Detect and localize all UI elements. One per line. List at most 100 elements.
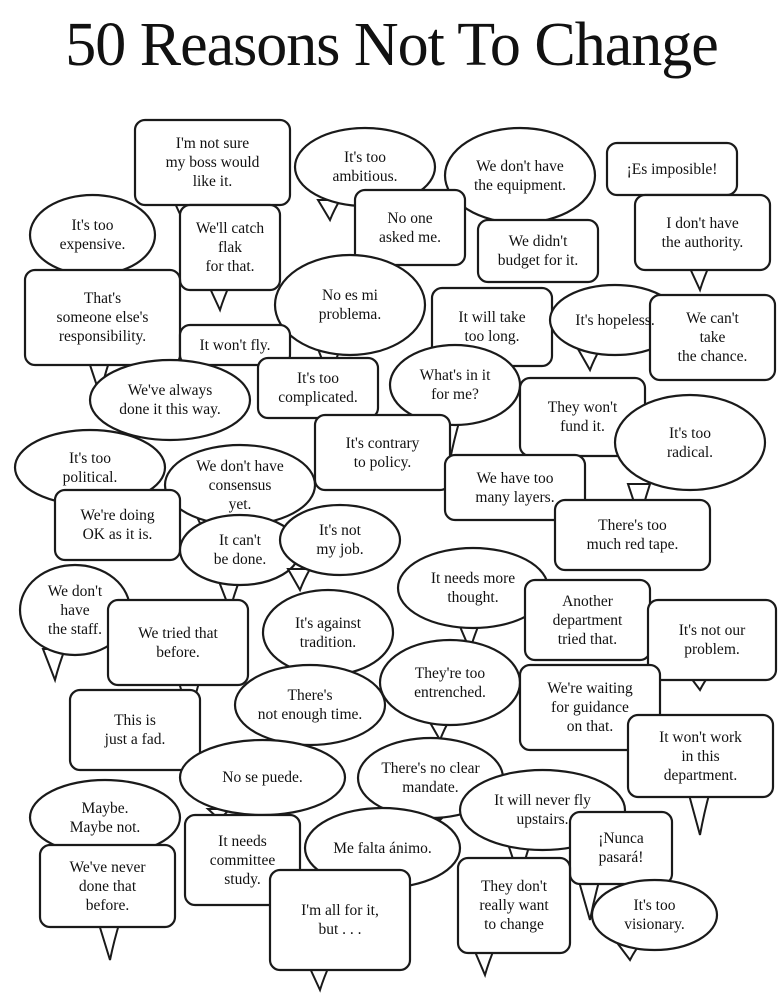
- speech-bubble-body: [23, 268, 182, 367]
- speech-bubble-shape: [633, 193, 772, 293]
- speech-bubble-body: [613, 393, 767, 492]
- speech-bubble-shape: [646, 598, 778, 692]
- speech-bubble-text: We've always done it this way.: [119, 382, 221, 418]
- speech-bubble-body: [106, 598, 250, 687]
- speech-bubble-text: It's too ambitious.: [332, 149, 398, 185]
- speech-bubble-text: It's too political.: [62, 449, 118, 486]
- speech-bubble-text: We didn't budget for it.: [497, 233, 579, 269]
- speech-bubble-shape: [53, 488, 182, 562]
- speech-bubble-body: [88, 358, 252, 442]
- speech-bubble-text: We tried that before.: [138, 624, 218, 661]
- speech-bubble-text: We don't have the equipment.: [473, 157, 567, 194]
- speech-bubble-shape: [273, 253, 427, 384]
- speech-bubble-body: [313, 413, 452, 492]
- speech-bubble-body: [178, 203, 282, 292]
- speech-bubble-text: It's contrary to policy.: [345, 434, 420, 471]
- speech-bubble-text: What's in it for me?: [419, 367, 491, 403]
- speech-bubble-text: No es mi problema.: [318, 287, 382, 323]
- speech-bubble-shape: [626, 713, 775, 836]
- speech-bubble-text: We're doing OK as it is.: [80, 507, 155, 543]
- speech-bubble-shape: [313, 413, 452, 492]
- speech-bubble-body: [38, 843, 177, 929]
- speech-bubble-body: [553, 498, 712, 572]
- speech-bubble-shape: [553, 498, 712, 572]
- speech-bubble-text: It won't work in this department.: [659, 728, 742, 784]
- speech-bubble-body: [518, 663, 662, 752]
- speech-bubble-text: We've never done that before.: [69, 858, 146, 914]
- speech-bubble-text: Maybe. Maybe not.: [69, 799, 141, 836]
- speech-bubble-text: It's too complicated.: [278, 370, 358, 406]
- speech-bubble-body: [443, 453, 587, 522]
- speech-bubble-text: We'll catch flak for that.: [195, 220, 265, 275]
- speech-bubble-body: [648, 293, 777, 382]
- speech-bubble-shape: [353, 188, 467, 267]
- speech-bubble-body: [273, 253, 427, 357]
- speech-bubble-body: [268, 868, 412, 972]
- speech-bubble-shape: [456, 856, 572, 978]
- speech-bubble-text: I'm all for it, but . . .: [301, 902, 379, 938]
- page-title: 50 Reasons Not To Change: [65, 11, 718, 79]
- speech-bubble-body: [568, 810, 674, 886]
- speech-bubble-text: It's too visionary.: [624, 897, 685, 933]
- speech-bubble-text: It's not my job.: [316, 522, 364, 558]
- speech-bubble-tail: [576, 877, 602, 921]
- speech-bubble-body: [178, 323, 292, 367]
- speech-bubble-body: [68, 688, 202, 772]
- speech-bubble-text: No se puede.: [222, 769, 303, 786]
- speech-bubble-text: It will never fly upstairs.: [494, 792, 591, 828]
- speech-bubble-body: [476, 218, 600, 284]
- speech-bubble-shape: [38, 843, 177, 961]
- speech-bubble-text: They're too entrenched.: [414, 664, 486, 701]
- speech-bubble-shape: [178, 323, 292, 367]
- speech-bubble-text: They don't really want to change: [479, 878, 549, 933]
- speech-bubble-text: ¡Nunca pasará!: [598, 830, 644, 866]
- speech-bubble-shape: [568, 810, 674, 921]
- speech-bubble-shape: [443, 453, 587, 522]
- speech-bubble-tail: [96, 920, 122, 961]
- speech-bubble-text: It won't fly.: [199, 336, 271, 354]
- speech-bubble-shape: [476, 218, 600, 284]
- speech-bubble-text: It needs committee study.: [209, 832, 276, 888]
- speech-bubble-text: Me falta ánimo.: [333, 839, 432, 857]
- speech-bubble-text: No one asked me.: [379, 209, 441, 246]
- speech-bubble-shape: [23, 268, 182, 399]
- speech-bubble-shape: [68, 688, 202, 772]
- speech-bubble-text: They won't fund it.: [547, 399, 618, 435]
- speech-bubble-body: [646, 598, 778, 682]
- speech-bubble-text: Another department tried that.: [552, 592, 623, 648]
- speech-bubble-text: We're waiting for guidance on that.: [547, 680, 633, 735]
- speech-bubble-shape: [278, 503, 402, 593]
- speech-bubble-text: There's not enough time.: [257, 687, 363, 723]
- speech-bubble-text: It's too radical.: [666, 424, 714, 461]
- speech-bubble-text: I don't have the authority.: [661, 214, 744, 251]
- speech-bubble-text: It will take too long.: [458, 309, 526, 345]
- speech-bubble-body: [456, 856, 572, 955]
- speech-bubble-shape: [590, 878, 719, 962]
- speech-bubble-text: We can't take the chance.: [677, 310, 748, 365]
- speech-bubble-text: It needs more thought.: [430, 570, 516, 606]
- speech-bubble-text: It can't be done.: [213, 532, 267, 568]
- speech-bubble-text: There's no clear mandate.: [381, 760, 480, 796]
- speech-bubble-shape: [648, 293, 777, 382]
- speech-bubble-text: It's hopeless.: [575, 311, 655, 329]
- speech-bubble-tail: [686, 790, 712, 836]
- speech-bubble-shape: [268, 868, 412, 993]
- speech-bubble-shape: [178, 203, 282, 313]
- speech-bubble-text: This is just a fad.: [104, 712, 166, 748]
- speech-bubble-body: [278, 503, 402, 577]
- speech-bubble-body: [626, 713, 775, 799]
- speech-bubble-tail: [286, 568, 312, 593]
- speech-bubble-body: [353, 188, 467, 267]
- speech-bubble-body: [590, 878, 719, 952]
- speech-bubble-text: We don't have the staff.: [47, 582, 103, 638]
- speech-bubble-text: ¡Es imposible!: [626, 160, 718, 178]
- speech-bubble-shape: [518, 663, 662, 752]
- speech-bubble-text: It's too expensive.: [59, 217, 126, 253]
- speech-bubble-body: [233, 663, 387, 747]
- speech-bubble-text: It's not our problem.: [678, 622, 746, 658]
- speech-bubble-text: That's someone else's responsibility.: [56, 290, 149, 345]
- speech-bubble-text: It's against tradition.: [294, 614, 362, 651]
- speech-bubble-text: There's too much red tape.: [586, 517, 679, 553]
